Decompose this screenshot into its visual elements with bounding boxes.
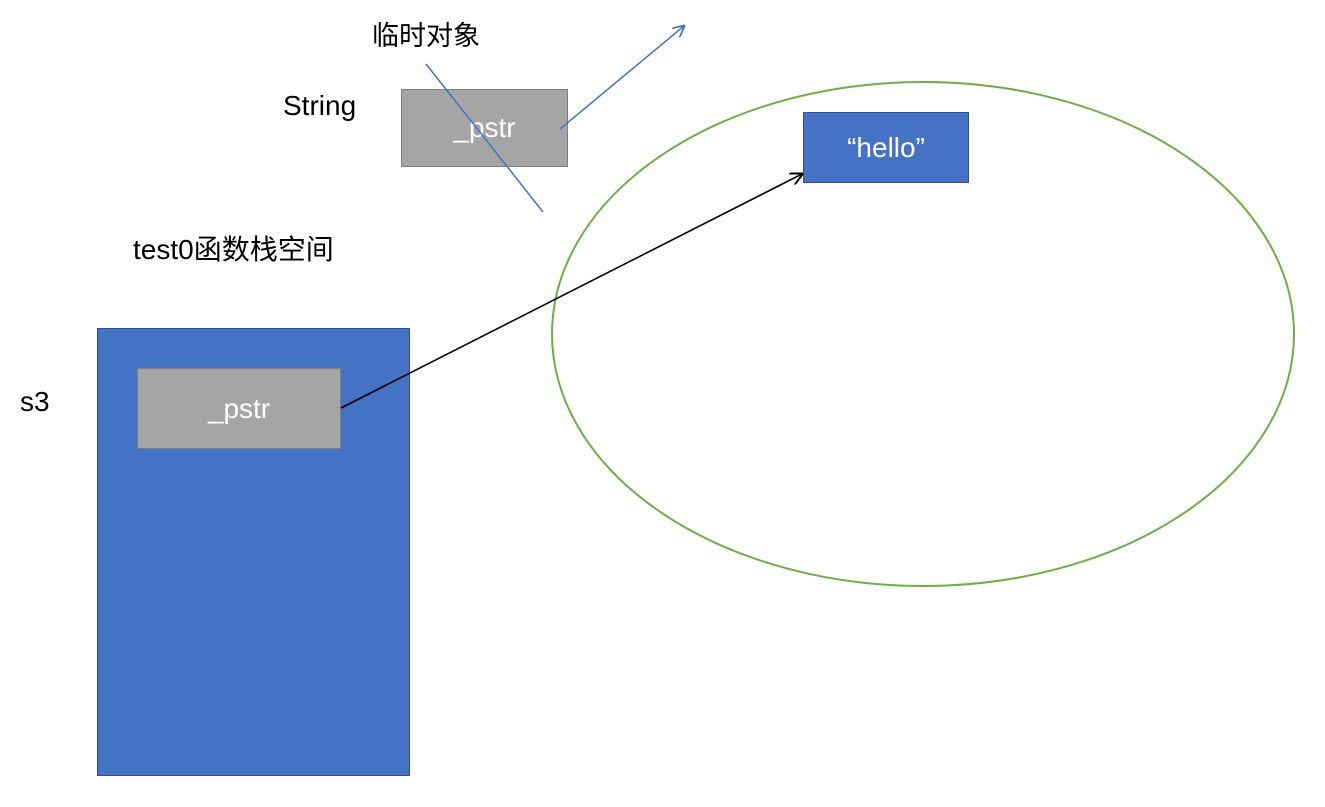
stack-space-label: test0函数栈空间 — [133, 234, 334, 265]
strike-through-line — [425, 63, 544, 213]
s3-pstr-box: _pstr — [137, 368, 341, 449]
hello-string-box: “hello” — [803, 112, 969, 183]
s3-pstr-label: _pstr — [207, 392, 271, 424]
hello-string-label: “hello” — [847, 131, 925, 163]
heap-ellipse — [551, 81, 1295, 587]
temp-pointer-arrow — [559, 26, 684, 130]
s3-variable-label: s3 — [20, 386, 50, 417]
string-type-label: String — [283, 90, 357, 121]
s3-pointer-arrow — [340, 174, 802, 409]
temp-object-pstr-box: _pstr — [401, 89, 568, 167]
temp-object-label: 临时对象 — [372, 21, 480, 52]
